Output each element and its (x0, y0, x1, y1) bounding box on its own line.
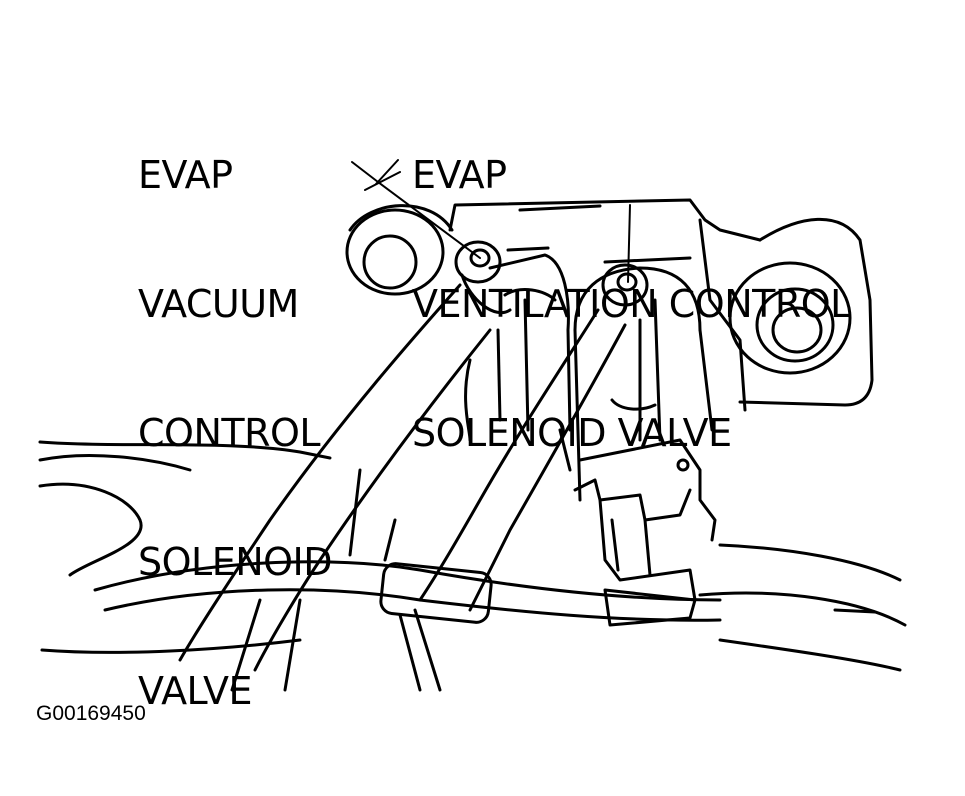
ventilation-leader (364, 171, 401, 191)
callout-line: VENTILATION CONTROL (412, 282, 851, 326)
ventilation-solenoid-callout: EVAP VENTILATION CONTROL SOLENOID VALVE (412, 68, 851, 498)
vacuum-hose (178, 240, 512, 672)
ventilation-solenoid-body (558, 256, 714, 502)
right-grommet (728, 261, 852, 375)
callout-leaders (351, 159, 631, 283)
callout-line: VALVE (138, 669, 253, 713)
figure-id: G00169450 (36, 702, 146, 725)
wiring-harness (93, 468, 722, 692)
callout-line: VACUUM (138, 282, 299, 326)
callout-line: EVAP (138, 153, 233, 197)
callout-line: CONTROL (138, 411, 321, 455)
vacuum-solenoid-callout: EVAP VACUUM CONTROL SOLENOID VALVE (138, 68, 333, 756)
electrical-connector (573, 438, 717, 627)
body-panel (38, 440, 907, 672)
vacuum-solenoid-body (464, 246, 572, 442)
callout-line: EVAP (412, 153, 507, 197)
callout-line: SOLENOID VALVE (412, 411, 732, 455)
callout-line: SOLENOID (138, 540, 333, 584)
left-grommet (345, 204, 454, 296)
mounting-bracket (448, 198, 874, 412)
